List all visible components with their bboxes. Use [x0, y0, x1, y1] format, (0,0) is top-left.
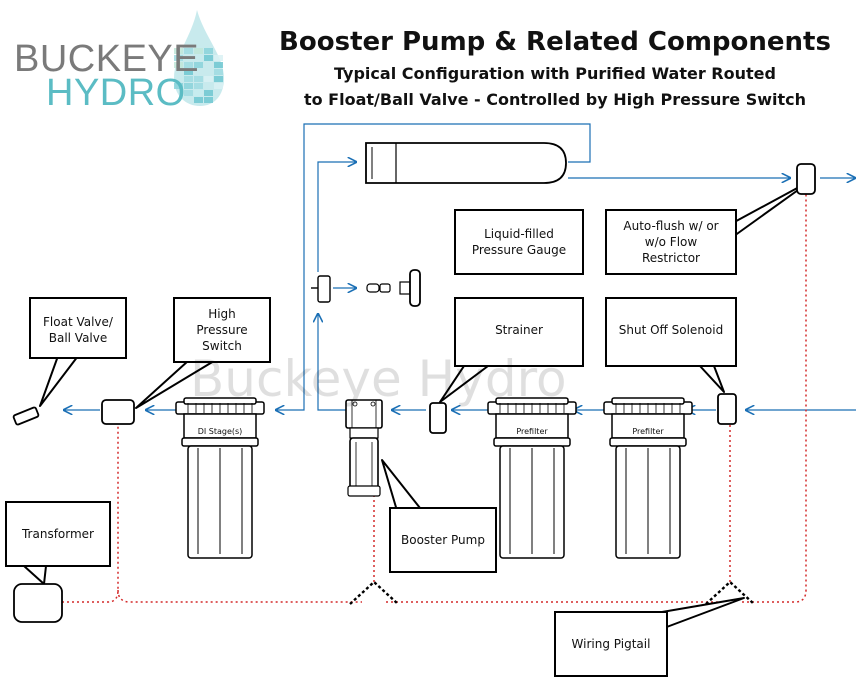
- logo-line1: BUCKEYE: [14, 38, 200, 80]
- float-valve-label-1: Float Valve/: [43, 315, 114, 329]
- di-stage-housing: [175, 397, 265, 559]
- strainer: [429, 402, 447, 434]
- transformer: [13, 583, 63, 623]
- di-stage-label: DI Stage(s): [198, 427, 243, 436]
- diagram-subtitle-2: to Float/Ball Valve - Controlled by High…: [303, 90, 807, 109]
- callout-leaders: [23, 179, 813, 629]
- leader-solenoid: [699, 365, 725, 393]
- line-pump-to-tee: [318, 314, 346, 411]
- prefilter-housing-2: [603, 397, 693, 559]
- callout-transformer: [5, 501, 111, 567]
- switch-label-1: High: [208, 307, 236, 321]
- gauge-fitting-2: [379, 283, 391, 293]
- leader-transformer: [23, 565, 47, 585]
- watermark: Buckeye Hydro: [190, 350, 567, 408]
- callout-boxes: [5, 209, 737, 677]
- shut-off-solenoid: [717, 393, 737, 425]
- callout-liquid-gauge: [454, 209, 584, 275]
- wiring-pigtail-junctions: [349, 580, 755, 605]
- wire-main: [117, 194, 807, 603]
- leader-switch: [135, 360, 215, 409]
- line-tee-to-accumulator: [317, 162, 356, 272]
- float-valve: [12, 406, 40, 426]
- buckeye-hydro-logo: BUCKEYE HYDRO: [14, 8, 224, 112]
- diagram-title: Booster Pump & Related Components: [279, 27, 831, 57]
- prefilter-housing-1: [487, 397, 577, 559]
- autoflush-label-3: Restrictor: [642, 251, 700, 265]
- gauge-fitting-1: [366, 283, 380, 293]
- gauge-stem: [399, 281, 411, 295]
- leader-booster: [381, 459, 421, 515]
- accumulator-tank: [365, 142, 567, 184]
- switch-label-2: Pressure: [196, 323, 247, 337]
- logo-line2: HYDRO: [46, 72, 186, 114]
- wire-transformer: [62, 424, 119, 603]
- prefilter-label-2: Prefilter: [632, 427, 664, 436]
- high-pressure-switch: [101, 399, 135, 425]
- autoflush-label-2: w/o Flow: [645, 235, 698, 249]
- pigtail-label: Wiring Pigtail: [572, 637, 651, 651]
- booster-label: Booster Pump: [401, 533, 485, 547]
- callout-booster-pump: [389, 507, 497, 573]
- callout-strainer: [454, 297, 584, 367]
- strainer-label: Strainer: [495, 323, 543, 337]
- autoflush-label-1: Auto-flush w/ or: [623, 219, 718, 233]
- wiring: [62, 194, 807, 603]
- gauge-label-2: Pressure Gauge: [472, 243, 566, 257]
- diagram-subtitle-1: Typical Configuration with Purified Wate…: [334, 64, 776, 83]
- callout-wiring-pigtail: [554, 611, 668, 677]
- tee-fitting: [317, 275, 331, 303]
- pressure-gauge: [409, 269, 421, 307]
- solenoid-label: Shut Off Solenoid: [619, 323, 723, 337]
- callout-auto-flush: [605, 209, 737, 275]
- leader-float-valve: [39, 355, 79, 407]
- callout-float-valve: [29, 297, 127, 359]
- float-valve-label-2: Ball Valve: [49, 331, 108, 345]
- gauge-label-1: Liquid-filled: [484, 227, 554, 241]
- line-accumulator-return: [276, 123, 591, 410]
- water-lines: [64, 123, 856, 411]
- switch-label-3: Switch: [202, 339, 242, 353]
- auto-flush-valve: [796, 163, 816, 195]
- booster-pump: [345, 399, 383, 497]
- leader-pigtail: [661, 597, 745, 629]
- callout-shut-off-solenoid: [605, 297, 737, 367]
- transformer-label: Transformer: [21, 527, 94, 541]
- water-drop-icon: [174, 10, 224, 106]
- leader-strainer: [439, 365, 489, 403]
- callout-high-pressure-switch: [173, 297, 271, 363]
- prefilter-label-1: Prefilter: [516, 427, 548, 436]
